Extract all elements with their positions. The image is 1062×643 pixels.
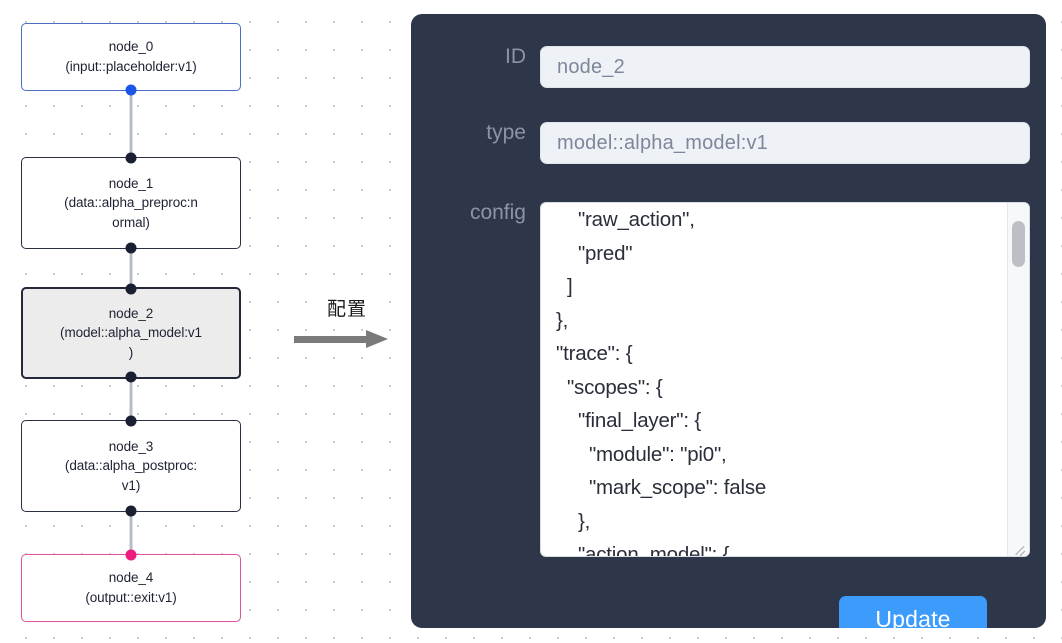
id-input[interactable]: node_2: [540, 46, 1030, 88]
edge-node2-node3: [129, 377, 133, 443]
edge-node1-node2: [129, 249, 133, 315]
field-row-type: type model::alpha_model:v1: [411, 122, 1046, 164]
right-arrow-icon: [292, 330, 402, 348]
node-handle-source[interactable]: [125, 242, 137, 254]
field-row-id: ID node_2: [411, 46, 1046, 88]
type-field-label: type: [486, 121, 526, 144]
annotation-group: 配置: [292, 300, 402, 348]
edge-node0-node1: [129, 91, 133, 157]
flow-node-label: node_1 (data::alpha_preproc:n ormal): [64, 175, 198, 230]
edge-node3-node4: [129, 512, 133, 554]
node-handle-target[interactable]: [125, 283, 137, 295]
flow-node-node_3[interactable]: node_3 (data::alpha_postproc: v1): [21, 415, 241, 517]
type-input[interactable]: model::alpha_model:v1: [540, 122, 1030, 164]
id-field-label: ID: [505, 45, 526, 68]
flow-node-node_2[interactable]: node_2 (model::alpha_model:v1 ): [21, 283, 241, 383]
flow-node-label: node_4 (output::exit:v1): [85, 570, 177, 605]
flow-node-node_0[interactable]: node_0 (input::placeholder:v1): [21, 23, 241, 96]
config-textarea-content[interactable]: "raw_action", "pred" ] }, "trace": { "sc…: [555, 208, 767, 557]
update-button[interactable]: Update: [839, 596, 987, 628]
config-scrollbar-thumb[interactable]: [1012, 221, 1025, 267]
node-handle-source[interactable]: [125, 505, 137, 517]
field-row-config: config "raw_action", "pred" ] }, "trace"…: [411, 202, 1046, 557]
config-textarea[interactable]: "raw_action", "pred" ] }, "trace": { "sc…: [540, 202, 1030, 557]
node-handle-target[interactable]: [125, 415, 137, 427]
config-scrollbar[interactable]: [1007, 203, 1029, 556]
node-handle-source[interactable]: [125, 371, 137, 383]
flow-node-label: node_0 (input::placeholder:v1): [65, 39, 197, 74]
flow-node-label: node_3 (data::alpha_postproc: v1): [64, 438, 198, 493]
annotation-label: 配置: [326, 298, 367, 320]
node-handle-source[interactable]: [125, 84, 137, 96]
flow-node-label: node_2 (model::alpha_model:v1 ): [60, 305, 202, 360]
flow-node-node_1[interactable]: node_1 (data::alpha_preproc:n ormal): [21, 152, 241, 254]
flow-graph[interactable]: node_0 (input::placeholder:v1) node_1 (d…: [0, 0, 400, 643]
config-field-label: config: [469, 201, 526, 224]
arrow-head: [366, 330, 388, 348]
arrow-shaft: [294, 336, 368, 343]
flow-node-node_4[interactable]: node_4 (output::exit:v1): [21, 549, 241, 622]
node-handle-target[interactable]: [125, 152, 137, 164]
resize-handle-icon[interactable]: [1012, 539, 1027, 556]
node-inspector-panel: ID node_2 type model::alpha_model:v1 con…: [411, 14, 1046, 628]
node-handle-target[interactable]: [125, 549, 137, 561]
